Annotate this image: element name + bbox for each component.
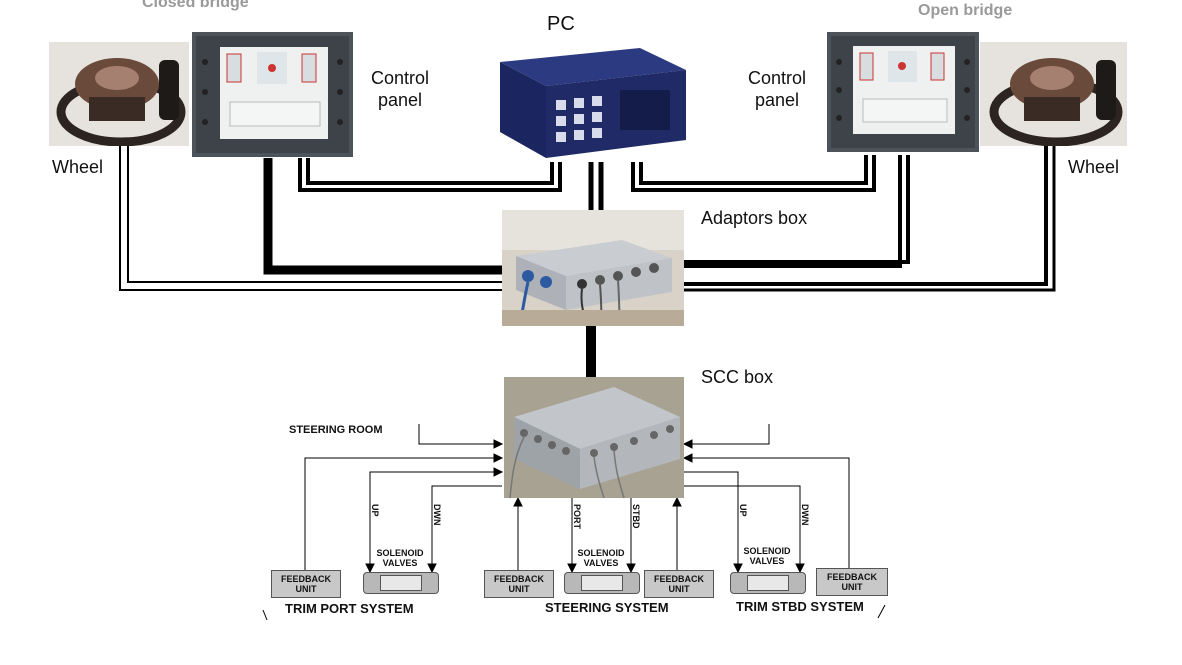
control-panel-right-label: Control panel bbox=[747, 68, 807, 110]
closed-bridge-label: Closed bridge bbox=[142, 0, 249, 11]
control-panel-left-label: Control panel bbox=[370, 68, 430, 110]
trim-stbd-system-label: TRIM STBD SYSTEM bbox=[736, 599, 864, 614]
feedback-unit-steering-left: FEEDBACK UNIT bbox=[484, 570, 554, 598]
cable-pc-adaptors bbox=[588, 155, 604, 212]
feedback-unit-label: FEEDBACK UNIT bbox=[653, 574, 704, 594]
control-panel-right-image bbox=[827, 32, 979, 152]
valve-body bbox=[747, 575, 789, 591]
scc-box-icon bbox=[504, 377, 684, 498]
solenoid-valves-port-label: SOLENOID VALVES bbox=[376, 548, 424, 568]
solenoid-valves-steering-label: SOLENOID VALVES bbox=[577, 548, 625, 568]
scc-box-label: SCC box bbox=[701, 367, 774, 387]
control-panel-left-image bbox=[192, 32, 353, 157]
steering-room-label: STEERING ROOM bbox=[289, 424, 383, 436]
solenoid-valves-port bbox=[363, 572, 439, 594]
open-bridge-label: Open bridge bbox=[918, 2, 1013, 19]
feedback-unit-steering-right: FEEDBACK UNIT bbox=[644, 570, 714, 598]
valve-body bbox=[581, 575, 623, 591]
wheel-right-label: Wheel bbox=[1068, 157, 1120, 177]
solenoid-valves-stbd-label: SOLENOID VALVES bbox=[743, 546, 791, 566]
trim-port-system-label: TRIM PORT SYSTEM bbox=[285, 601, 414, 616]
scc-box-image bbox=[504, 377, 684, 498]
feedback-unit-stbd: FEEDBACK UNIT bbox=[816, 568, 888, 596]
cable-right-wheel bbox=[684, 145, 1056, 292]
steering-system-label: STEERING SYSTEM bbox=[545, 600, 669, 615]
adaptors-box-label: Adaptors box bbox=[701, 208, 808, 228]
pc-image bbox=[490, 40, 688, 162]
adaptors-box-image bbox=[502, 210, 684, 326]
wheel-right-image bbox=[980, 42, 1127, 146]
scc-wiring bbox=[262, 424, 886, 621]
control-panel-icon bbox=[192, 32, 353, 157]
wheel-icon bbox=[980, 42, 1127, 146]
wheel-left-label: Wheel bbox=[52, 157, 104, 177]
up-left-label: UP bbox=[370, 504, 380, 517]
adaptors-box-icon bbox=[502, 210, 684, 326]
cable-left-panel-pc bbox=[298, 158, 562, 192]
pc-label: PC bbox=[547, 13, 575, 35]
dwn-right-label: DWN bbox=[800, 504, 810, 526]
dwn-left-label: DWN bbox=[432, 504, 442, 526]
cable-left-panel bbox=[263, 158, 502, 275]
feedback-unit-label: FEEDBACK UNIT bbox=[280, 574, 331, 594]
pc-icon bbox=[500, 48, 686, 158]
solenoid-valves-steering bbox=[564, 572, 640, 594]
solenoid-valves-stbd bbox=[730, 572, 806, 594]
cable-right-panel bbox=[684, 155, 910, 268]
valve-body bbox=[380, 575, 422, 591]
feedback-unit-label: FEEDBACK UNIT bbox=[826, 572, 877, 592]
wheel-icon bbox=[49, 42, 189, 146]
cable-left-wheel bbox=[119, 145, 502, 291]
feedback-unit-label: FEEDBACK UNIT bbox=[493, 574, 544, 594]
stbd-label: STBD bbox=[631, 504, 641, 529]
cable-right-panel-pc bbox=[631, 155, 876, 192]
port-label: PORT bbox=[572, 504, 582, 530]
control-panel-icon bbox=[827, 32, 979, 152]
up-right-label: UP bbox=[738, 504, 748, 517]
wheel-left-image bbox=[49, 42, 189, 146]
feedback-unit-port: FEEDBACK UNIT bbox=[271, 570, 341, 598]
